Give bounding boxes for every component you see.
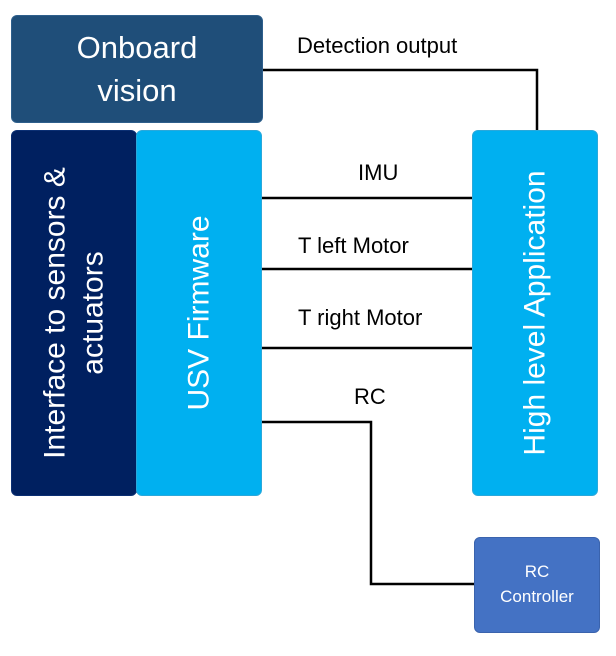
usv-firmware-label: USV Firmware — [182, 215, 216, 411]
onboard-vision-label: Onboard vision — [76, 29, 198, 108]
detection-output-wire — [263, 68, 539, 131]
interface-sensors-actuators-block: Interface to sensors & actuators — [11, 130, 137, 496]
usv-firmware-block: USV Firmware — [136, 130, 262, 496]
interface-label: Interface to sensors & actuators — [38, 167, 110, 459]
onboard-vision-block: Onboard vision — [11, 15, 263, 123]
imu-label: IMU — [358, 160, 399, 185]
rc-controller-label: RC Controller — [500, 562, 574, 606]
t-right-motor-label: T right Motor — [298, 305, 423, 330]
rc-controller-block: RC Controller — [474, 537, 600, 633]
rc-label: RC — [354, 384, 386, 409]
detection-output-label: Detection output — [297, 33, 458, 58]
high-level-application-label: High level Application — [518, 170, 552, 456]
high-level-application-block: High level Application — [472, 130, 598, 496]
rc-wire — [262, 420, 474, 586]
t-left-motor-label: T left Motor — [298, 233, 409, 258]
